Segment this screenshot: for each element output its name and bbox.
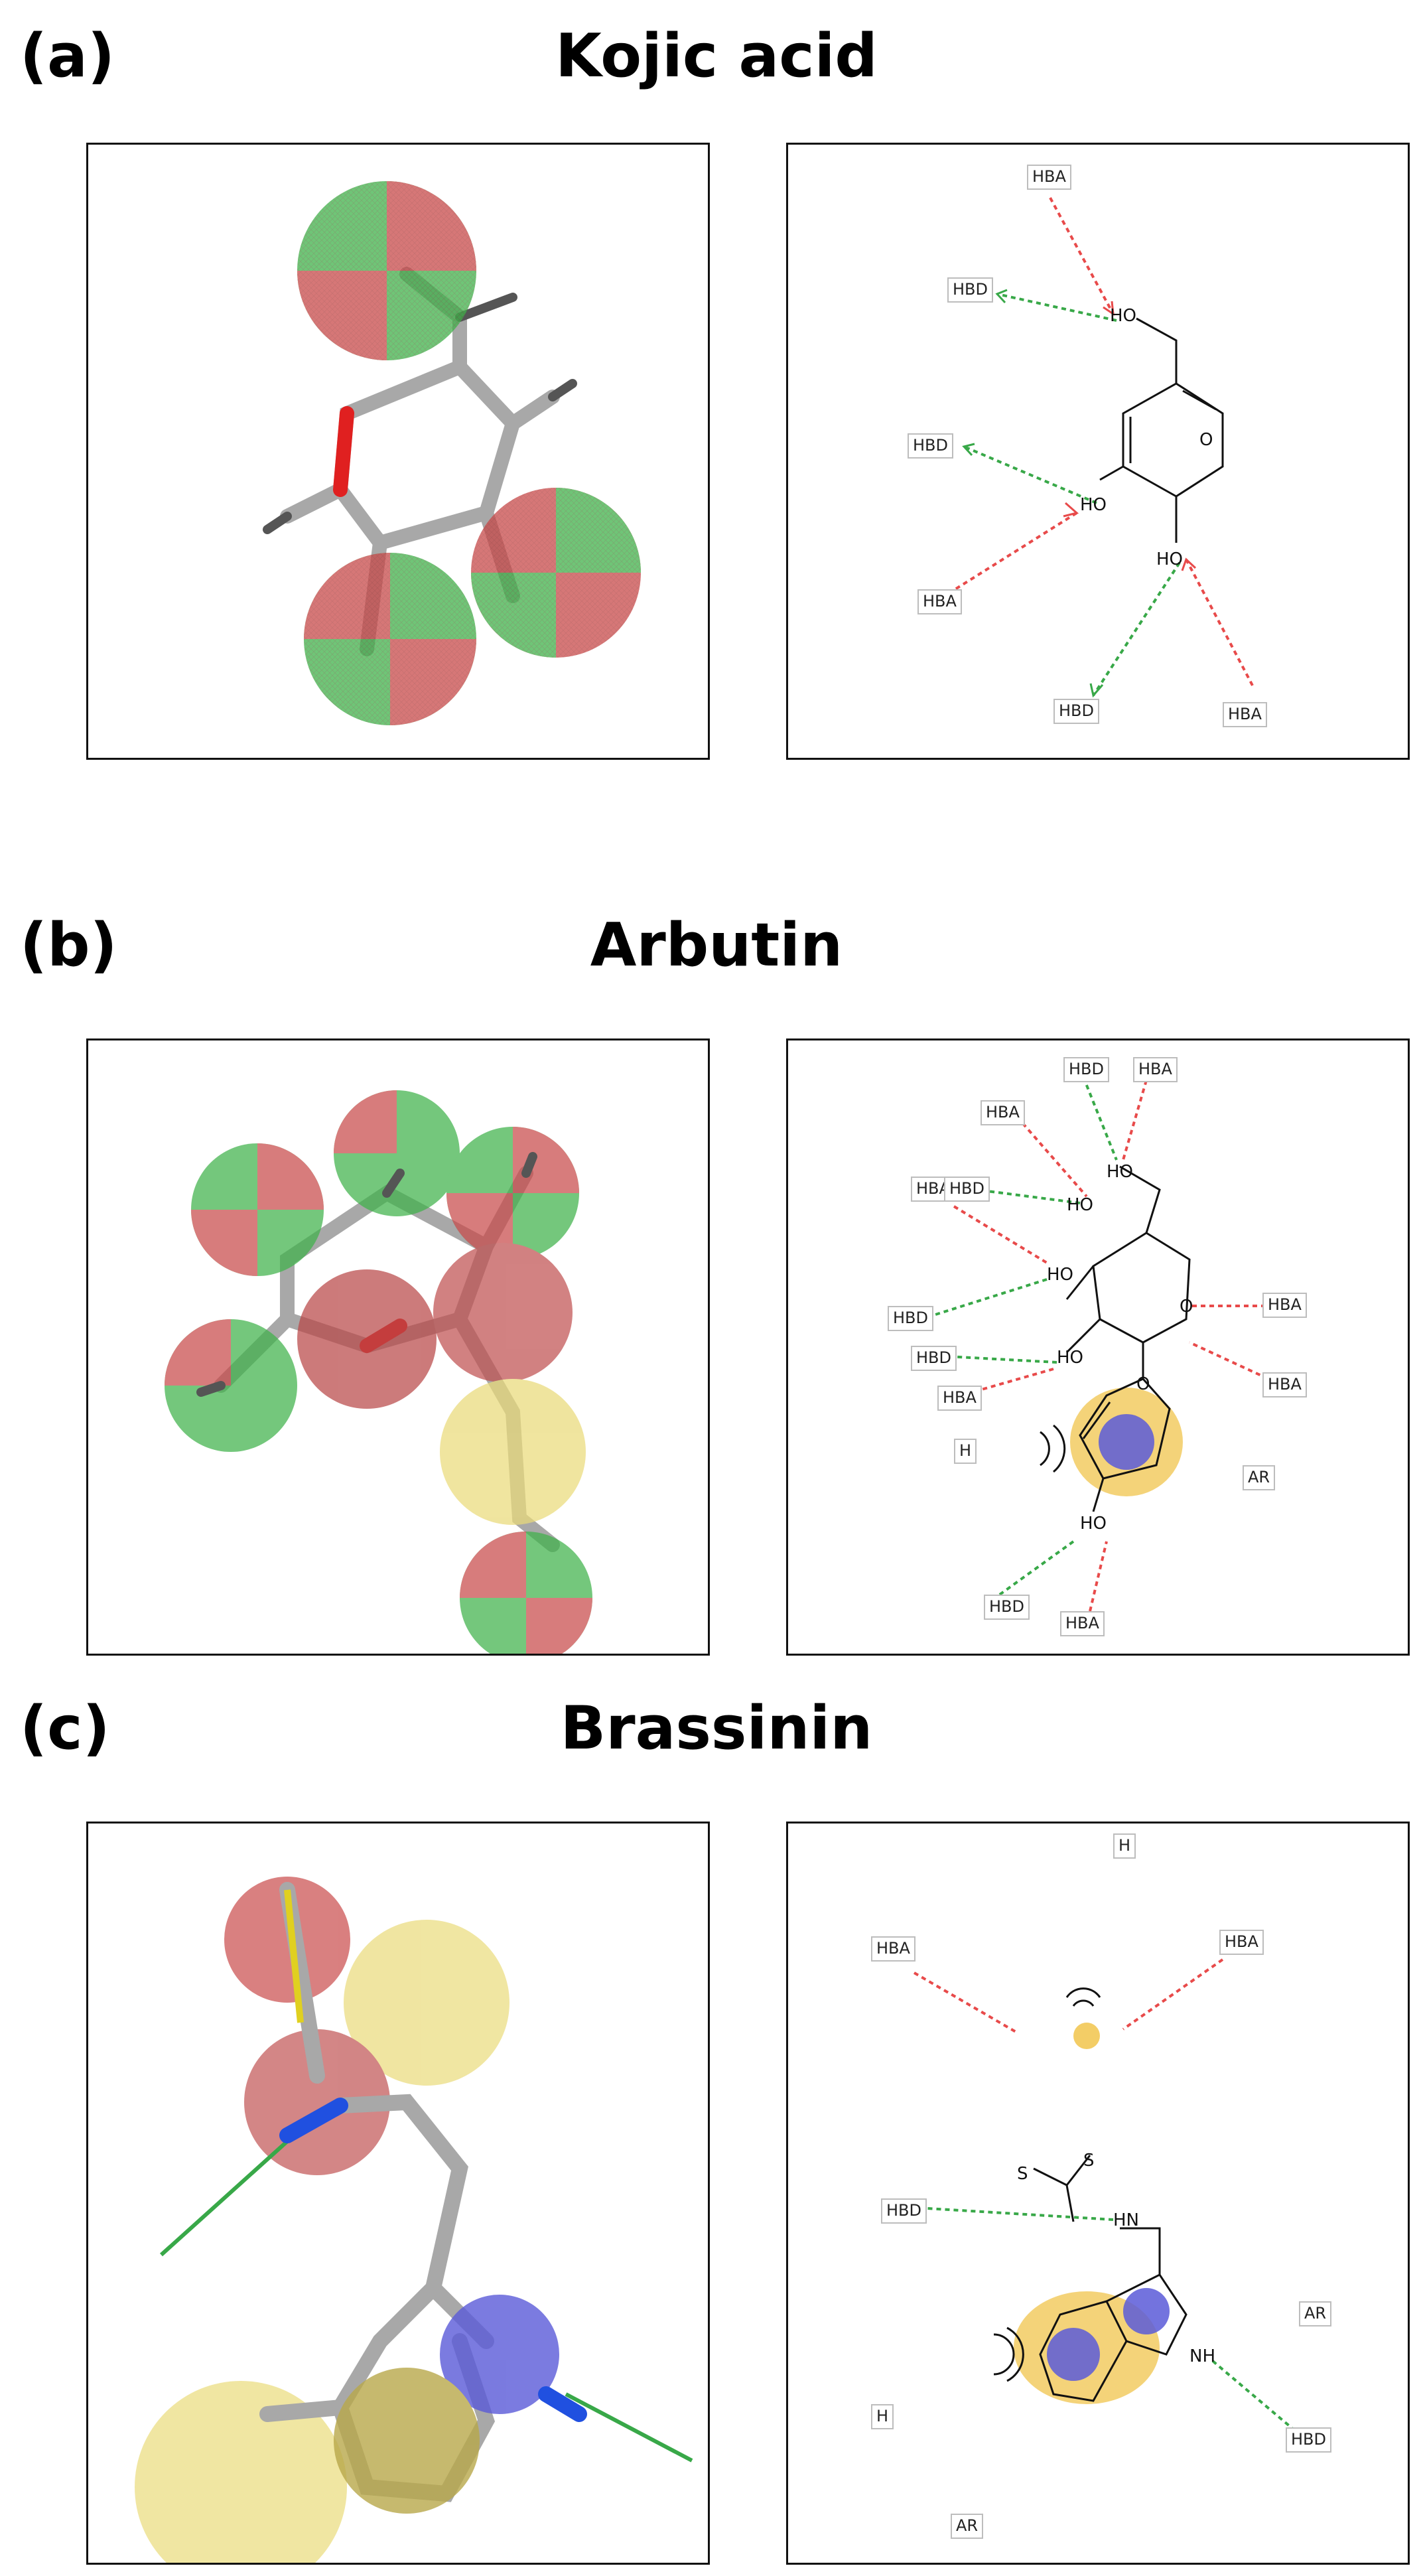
- feature-hba: HBA: [871, 1936, 915, 1962]
- panel-c-3d-view: [86, 1822, 710, 2565]
- panel-b-title: Arbutin: [590, 910, 843, 980]
- atom-ho-1: HO: [1107, 1162, 1134, 1182]
- feature-h: H: [1113, 1833, 1136, 1859]
- feature-hba: HBA: [1219, 1930, 1264, 1955]
- panel-b-label: (b): [20, 910, 117, 980]
- atom-ho-3: HO: [1156, 549, 1184, 569]
- panel-b-3d-view: [86, 1038, 710, 1656]
- feature-hbd: HBD: [1286, 2427, 1331, 2453]
- atom-o-ring: O: [1199, 430, 1213, 450]
- feature-hbd: HBD: [947, 277, 993, 303]
- feature-hbd: HBD: [908, 433, 953, 459]
- feature-hba: HBA: [981, 1100, 1025, 1125]
- atom-nh: NH: [1189, 2346, 1215, 2366]
- panel-b-2d-view: HO HO HO HO O O HO HBD HBA HBA HBA HBD H…: [786, 1038, 1410, 1656]
- arbutin-2d-diagram: [920, 1076, 1276, 1612]
- feature-hbd: HBD: [911, 1346, 957, 1371]
- atom-ho-1: HO: [1110, 306, 1137, 326]
- feature-ar: AR: [1299, 2301, 1332, 2326]
- panel-a-label: (a): [20, 21, 115, 91]
- feature-hba: HBA: [917, 589, 962, 614]
- atom-s-1: S: [1017, 2164, 1028, 2184]
- feature-hba: HBA: [1262, 1372, 1307, 1397]
- feature-hbd: HBD: [888, 1306, 933, 1331]
- atom-ho-5: HO: [1080, 1514, 1107, 1534]
- panel-a-title: Kojic acid: [555, 21, 878, 91]
- feature-hbd: HBD: [1063, 1057, 1109, 1082]
- feature-h: H: [871, 2404, 894, 2429]
- atom-hn: HN: [1113, 2210, 1139, 2230]
- brassinin-2d-diagram: [913, 1958, 1300, 2435]
- atom-s-2: S: [1083, 2151, 1095, 2171]
- feature-hba: HBA: [1060, 1611, 1105, 1636]
- feature-hbd: HBD: [881, 2198, 927, 2224]
- atom-ho-2: HO: [1080, 495, 1107, 515]
- arbutin-3d-model: [165, 1090, 592, 1654]
- brassinin-3d-model: [135, 1877, 693, 2563]
- panel-c-label: (c): [20, 1693, 110, 1763]
- feature-h: H: [954, 1439, 977, 1464]
- kojic-2d-diagram: [933, 197, 1254, 698]
- feature-hba: HBA: [1223, 702, 1267, 727]
- feature-ar: AR: [1243, 1465, 1276, 1490]
- panel-c-title: Brassinin: [560, 1693, 873, 1763]
- feature-hba: HBA: [937, 1386, 982, 1411]
- kojic-3d-model: [263, 181, 641, 725]
- feature-hba: HBA: [1262, 1293, 1307, 1318]
- feature-hbd: HBD: [984, 1595, 1030, 1620]
- atom-o-ring: O: [1180, 1297, 1193, 1317]
- feature-ar: AR: [951, 2514, 984, 2539]
- atom-ho-3: HO: [1047, 1265, 1074, 1285]
- panel-a-2d-view: HO O HO HO HBA HBD HBD HBA HBD HBA: [786, 143, 1410, 760]
- panel-a-3d-view: [86, 143, 710, 760]
- feature-hbd: HBD: [944, 1177, 990, 1202]
- panel-c-2d-view: S S HN NH H HBA HBA HBD AR H HBD AR: [786, 1822, 1410, 2565]
- atom-o-link: O: [1136, 1374, 1150, 1394]
- feature-hbd: HBD: [1053, 699, 1099, 724]
- atom-ho-2: HO: [1067, 1195, 1094, 1215]
- feature-hba: HBA: [1133, 1057, 1178, 1082]
- atom-ho-4: HO: [1057, 1348, 1084, 1368]
- feature-hba: HBA: [1027, 165, 1071, 190]
